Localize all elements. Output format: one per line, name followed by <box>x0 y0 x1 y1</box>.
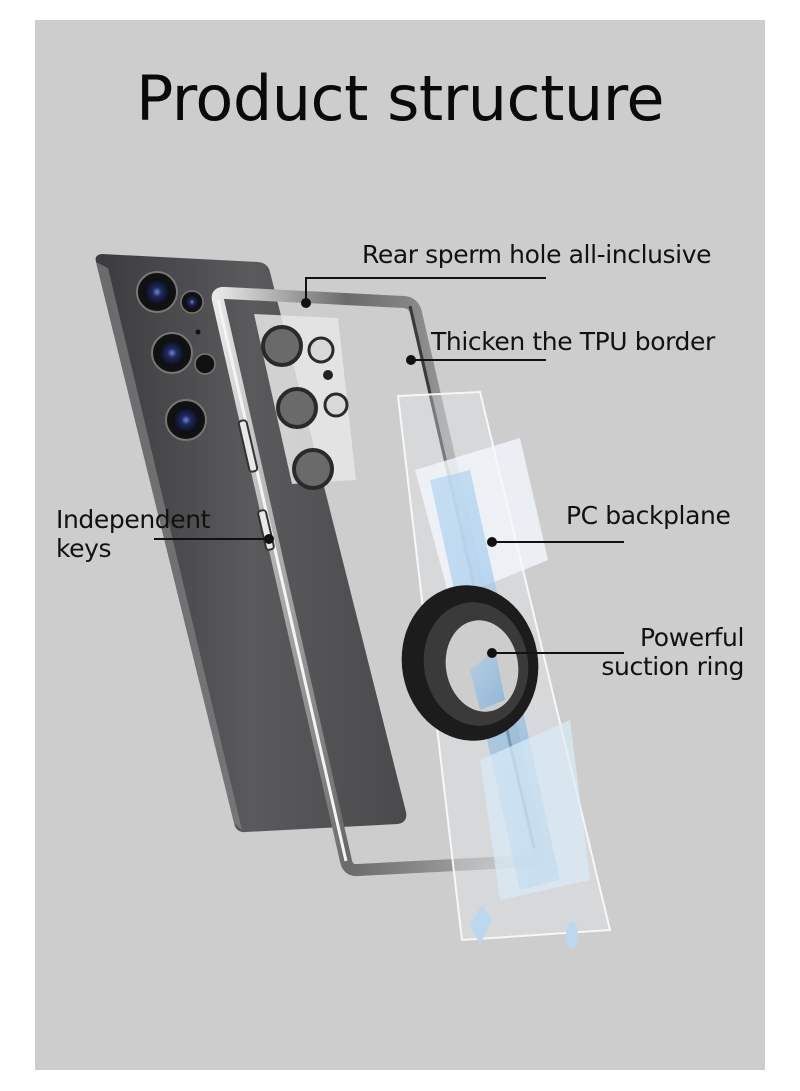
callout-suction-ring-line2: suction ring <box>601 652 744 681</box>
callout-dot <box>301 298 311 308</box>
callout-tpu-border: Thicken the TPU border <box>431 327 715 356</box>
callout-suction-ring: Powerful suction ring <box>586 623 744 681</box>
callout-suction-ring-line1: Powerful <box>640 623 744 652</box>
callout-rear-lens-hole: Rear sperm hole all-inclusive <box>362 240 712 269</box>
callout-independent-keys-line1: Independent <box>56 505 211 534</box>
callout-independent-keys: Independent keys <box>56 505 210 563</box>
camera-flash-icon <box>194 353 216 375</box>
callout-lines <box>154 277 624 658</box>
magnetic-suction-ring <box>401 585 539 741</box>
tpu-frame <box>211 286 547 877</box>
callout-independent-keys-line2: keys <box>56 534 112 563</box>
callout-dot <box>406 355 416 365</box>
phone-body <box>95 254 407 833</box>
callout-pc-backplane: PC backplane <box>566 501 731 530</box>
callout-dot <box>264 534 274 544</box>
product-panel-background <box>35 20 765 1070</box>
callout-dot <box>487 648 497 658</box>
callout-line-rear-lens <box>305 277 546 303</box>
page-title: Product structure <box>136 62 664 135</box>
callout-dot <box>487 537 497 547</box>
